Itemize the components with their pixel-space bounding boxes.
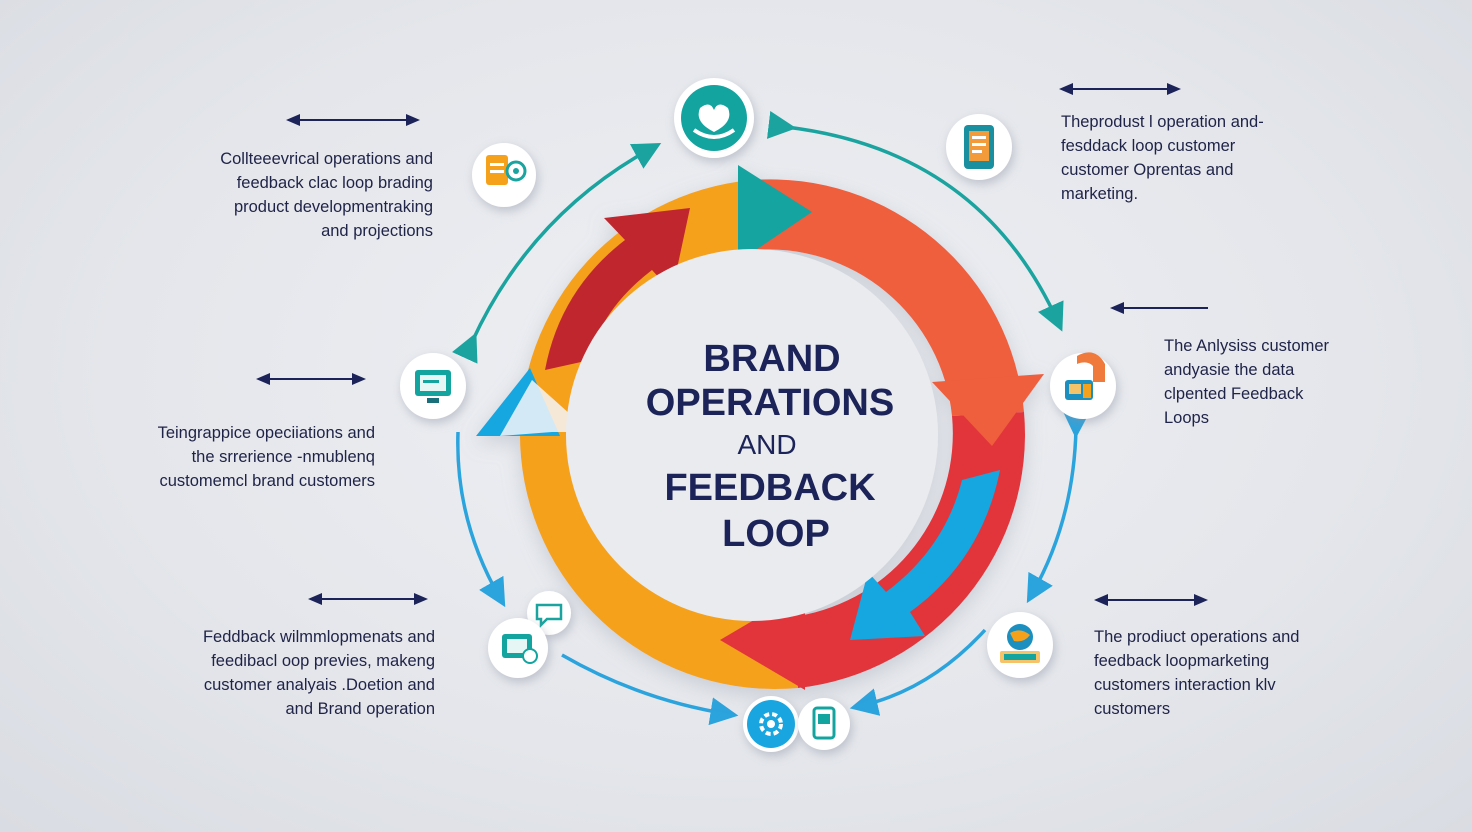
connector-arcs — [451, 111, 1091, 726]
connector-top-right — [766, 111, 1064, 332]
lab-person-icon — [1050, 352, 1116, 419]
document-tablet-icon — [946, 114, 1012, 180]
callout-line: Loops — [1164, 409, 1209, 427]
connector-bottom-left — [561, 653, 739, 726]
callout-line: customer analyais .Doetion and — [203, 676, 435, 694]
arrow-dark-red — [545, 208, 690, 370]
arrow-blue — [850, 470, 1000, 640]
support-phone-icon — [488, 618, 548, 678]
callout-line: product developmentraking — [233, 198, 433, 216]
callout-markers — [256, 83, 1208, 606]
gear-badge-icon — [743, 696, 799, 752]
callout-line: fesddack loop customer — [1061, 137, 1236, 155]
callout-middle-right: The Anlysiss customer andyasie the data … — [1164, 334, 1329, 430]
callout-line: clpented Feedback — [1164, 385, 1304, 403]
callout-line: customemcl brand customers — [159, 472, 376, 490]
brand-heart-icon — [674, 78, 754, 158]
callout-top-right: Theprodust l operation and- fesddack loo… — [1061, 110, 1264, 206]
arrow-teal — [738, 165, 812, 262]
arrow-coral — [932, 374, 1044, 446]
globe-computer-icon — [987, 612, 1053, 678]
callout-line: The prodiuct operations and — [1094, 628, 1300, 646]
title-line-3: AND — [737, 429, 796, 460]
chat-badge-icon — [527, 591, 571, 635]
title-line-2: OPERATIONS — [646, 382, 894, 424]
connector-right — [1026, 410, 1091, 604]
monitor-icon — [400, 353, 466, 419]
settings-chart-icon — [472, 143, 536, 207]
title-line-1: BRAND — [703, 338, 840, 380]
callout-line: feedback loopmarketing — [1094, 652, 1270, 670]
center-title: BRAND OPERATIONS AND FEEDBACK LOOP — [646, 338, 894, 555]
device-badge-icon — [798, 698, 850, 750]
connector-top-left — [451, 142, 662, 364]
ring-segment-coral — [752, 179, 1024, 416]
callout-line: andyasie the data — [1164, 361, 1295, 379]
connector-left — [456, 431, 506, 608]
callout-line: the srrerience -nmublenq — [191, 448, 375, 466]
callout-middle-left: Teingrappice opeciiations and the srreri… — [158, 421, 375, 493]
callout-top-left: Collteeevrical operations and feedback c… — [220, 147, 433, 243]
callout-line: customer Oprentas and — [1061, 161, 1234, 179]
callout-bottom-left: Feddback wilmmlopmenats and feedibacl oo… — [203, 625, 435, 721]
loop-ring — [476, 165, 1044, 690]
title-line-5: LOOP — [722, 513, 830, 555]
callout-line: Theprodust l operation and- — [1061, 113, 1264, 131]
callout-line: customers — [1094, 700, 1171, 718]
callout-line: marketing. — [1061, 185, 1139, 203]
callout-line: and Brand operation — [285, 700, 435, 718]
callout-line: feedback clac loop brading — [236, 174, 433, 192]
callout-line: and projections — [321, 222, 433, 240]
callout-bottom-right: The prodiuct operations and feedback loo… — [1094, 625, 1299, 721]
callout-line: customers interaction klv — [1094, 676, 1276, 694]
callout-line: Collteeevrical operations and — [220, 150, 433, 168]
title-line-4: FEEDBACK — [664, 467, 876, 509]
connector-bottom-right — [849, 628, 987, 716]
callout-line: The Anlysiss customer — [1164, 337, 1330, 355]
callout-line: feedibacl oop previes, makeng — [211, 652, 435, 670]
callout-line: Feddback wilmmlopmenats and — [202, 628, 435, 646]
callout-line: Teingrappice opeciiations and — [157, 424, 375, 442]
